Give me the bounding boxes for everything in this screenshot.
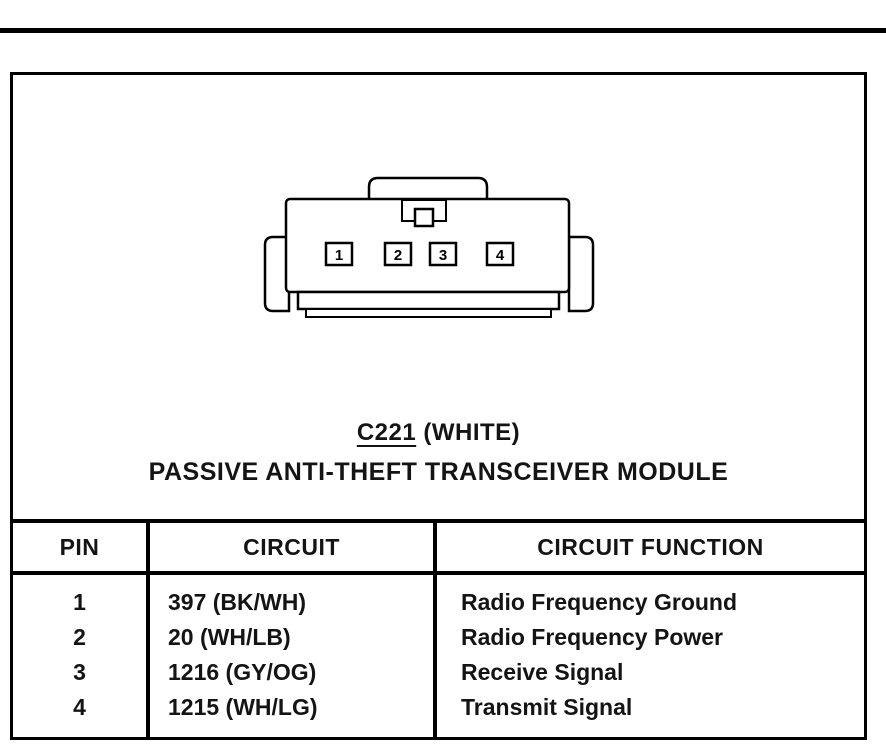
col-header-circuit: CIRCUIT [148,521,437,575]
function-cell: Transmit Signal [461,694,633,720]
table-row: 4 1215 (WH/LG) Transmit Signal [13,690,864,737]
circuit-cell: 397 (BK/WH) [148,573,437,620]
connector-latch-inner [413,207,435,228]
connector-caption: C221 (WHITE) [13,419,864,447]
connector-pin-box-2 [383,241,413,267]
connector-pin-label-4: 4 [496,247,505,264]
module-title: PASSIVE ANTI-THEFT TRANSCEIVER MODULE [148,458,729,486]
table-header-row: PIN CIRCUIT CIRCUIT FUNCTION [13,521,864,575]
function-cell: Receive Signal [461,659,624,685]
function-cell: Radio Frequency Power [461,624,724,650]
col-header-circuit-function: CIRCUIT FUNCTION [435,521,864,575]
connector-pin-label-3: 3 [439,247,447,264]
table-row: 1 397 (BK/WH) Radio Frequency Ground [13,573,864,620]
circuit-cell: 1215 (WH/LG) [148,690,437,737]
connector-ear-left [263,235,291,313]
pin-cell: 3 [13,655,150,690]
connector-pin-box-1 [324,241,354,267]
pin-cell: 2 [13,620,150,655]
connector-diagram: 1 2 3 4 [263,176,595,318]
table-row: 2 20 (WH/LB) Radio Frequency Power [13,620,864,655]
connector-top-tab [367,176,489,201]
pin-cell: 4 [13,690,150,737]
connector-pin-label-1: 1 [335,247,343,264]
connector-id: C221 [356,419,417,446]
pin-cell: 1 [13,573,150,620]
connector-ear-right [567,235,595,313]
top-divider-rule [0,28,886,33]
connector-figure: 1 2 3 4 [259,171,599,321]
function-cell: Radio Frequency Ground [461,589,738,615]
connector-lip-upper [296,290,561,311]
circuit-cell: 20 (WH/LB) [148,620,437,655]
connector-pin-label-2: 2 [394,247,402,264]
table-row: 3 1216 (GY/OG) Receive Signal [13,655,864,690]
circuit-cell: 1216 (GY/OG) [148,655,437,690]
col-header-pin: PIN [13,521,150,575]
connector-pin-box-4 [485,241,515,267]
diagram-panel: 1 2 3 4 C221 (WHITE) PASSIVE ANTI-THEFT … [10,72,867,740]
connector-lip-lower [305,308,552,318]
connector-color-label: (WHITE) [423,419,521,446]
connector-pin-box-3 [428,241,458,267]
pinout-table: PIN CIRCUIT CIRCUIT FUNCTION 1 397 (BK/W… [13,519,864,737]
